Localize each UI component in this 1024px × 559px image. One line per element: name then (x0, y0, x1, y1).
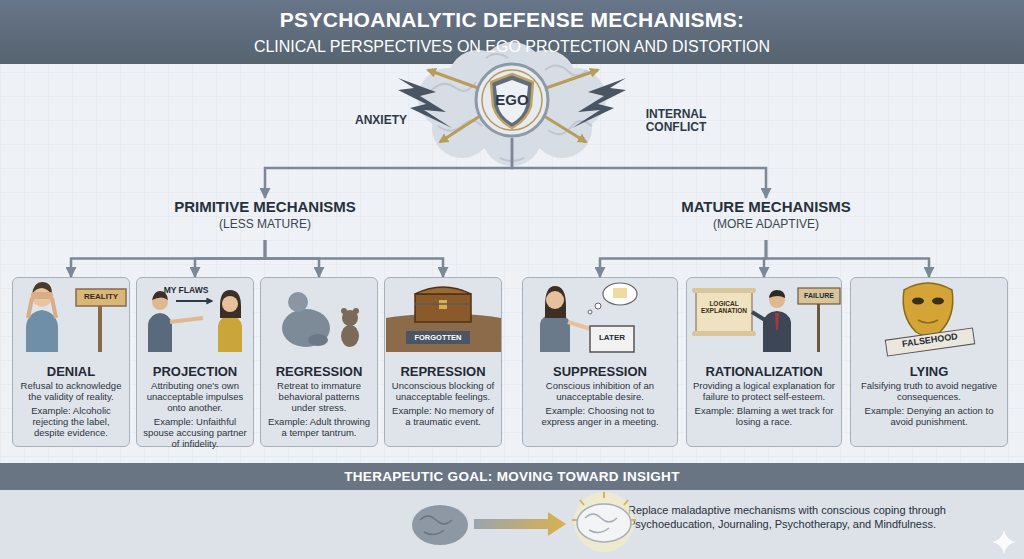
diagram-title: PSYCHOANALYTIC DEFENSE MECHANISMS: (0, 8, 1024, 32)
node-text: (LESS MATURE) (150, 217, 380, 231)
lightning-bolts (572, 78, 626, 128)
group-heading: MATURE MECHANISMS (MORE ADAPTIVE) (651, 198, 881, 240)
node-heading: PRIMITIVE MECHANISMS (150, 198, 380, 215)
connector-arrow (71, 240, 265, 277)
node-heading: DENIAL (18, 364, 124, 379)
node-heading: PROJECTION (142, 364, 248, 379)
brain-gyri (500, 158, 524, 161)
mechanism-card: REGRESSION Retreat to immature behavioral… (260, 277, 378, 447)
connector-arrow (764, 240, 766, 277)
connector-arrow (766, 240, 929, 277)
ego-circle: EGO (474, 62, 550, 138)
mechanism-card: LYING Falsifying truth to avoid negative … (850, 277, 1008, 447)
group-heading: PRIMITIVE MECHANISMS (LESS MATURE) (150, 198, 380, 240)
node-heading: REPRESSION (390, 364, 496, 379)
node-heading: REGRESSION (266, 364, 372, 379)
illustration-label: FAILURE (798, 292, 840, 300)
node-text: Attributing one's own unacceptable impul… (142, 381, 248, 414)
illustration-label: REALITY (76, 293, 126, 302)
node-text: Example: Blaming a wet track for losing … (692, 406, 836, 428)
node-text: Falsifying truth to avoid negative conse… (856, 381, 1002, 403)
illustration-label: ANXIETY (346, 114, 416, 127)
node-heading: Replace maladaptive mechanisms with cons… (628, 503, 988, 532)
node-text: Example: Alcoholic rejecting the label, … (18, 406, 124, 439)
mechanism-card: REPRESSION Unconscious blocking of unacce… (384, 277, 502, 447)
illustration-label: LATER (590, 334, 634, 343)
illustration-label: LOGICAL EXPLANATION (696, 300, 752, 314)
node-text: Retreat to immature behavioral patterns … (266, 381, 372, 414)
connector-arrow (195, 240, 265, 277)
mechanism-card: PROJECTION Attributing one's own unaccept… (136, 277, 254, 447)
node-heading: LYING (856, 364, 1002, 379)
node-heading: RATIONALIZATION (692, 364, 836, 379)
node-text: Example: Adult throwing a temper tantrum… (266, 417, 372, 439)
gold-arrows (544, 116, 586, 142)
node-text: (MORE ADAPTIVE) (651, 217, 881, 231)
coping-panel: Replace maladaptive mechanisms with cons… (0, 490, 1024, 559)
node-heading: THERAPEUTIC GOAL: MOVING TOWARD INSIGHT (0, 463, 1024, 490)
grid-background (0, 64, 1024, 464)
mechanism-card: SUPPRESSION Conscious inhibition of an un… (522, 277, 678, 447)
node-text: Providing a logical explanation for fail… (692, 381, 836, 403)
connector-arrow (265, 240, 319, 277)
node-text: Conscious inhibition of an unacceptable … (528, 381, 672, 403)
connector-arrow (265, 240, 443, 277)
node-heading: MATURE MECHANISMS (651, 198, 881, 215)
node-text: Example: Choosing not to express anger i… (528, 406, 672, 428)
connector-arrow (265, 138, 512, 198)
connector-arrow (512, 138, 766, 198)
illustration-label: FORGOTTEN (406, 334, 470, 342)
gold-arrows (440, 116, 480, 142)
node-text: Unconscious blocking of unacceptable fee… (390, 381, 496, 403)
title-band (0, 0, 1024, 64)
node-heading: EGO (474, 62, 550, 138)
subtitle: CLINICAL PERSPECTIVES ON EGO PROTECTION … (0, 38, 1024, 56)
illustration-label: INTERNAL CONFLICT (636, 108, 716, 134)
gold-arrows (546, 70, 598, 88)
gold-arrows (428, 70, 478, 88)
node-text: Refusal to acknowledge the validity of r… (18, 381, 124, 403)
node-text: Example: Denying an action to avoid puni… (856, 406, 1002, 428)
brain-gyri (430, 54, 592, 161)
node-text: Example: Unfaithful spouse accusing part… (142, 417, 248, 450)
brain-gyri (545, 65, 587, 75)
node-heading: SUPPRESSION (528, 364, 672, 379)
connector-arrow (600, 240, 766, 277)
node-text: Example: No memory of a traumatic event. (390, 406, 496, 428)
mechanism-card: DENIAL Refusal to acknowledge the validit… (12, 277, 130, 447)
illustration-label: MY FLAWS (156, 286, 216, 295)
brain-cloud (418, 42, 606, 166)
goal-band: THERAPEUTIC GOAL: MOVING TOWARD INSIGHT (0, 463, 1024, 490)
